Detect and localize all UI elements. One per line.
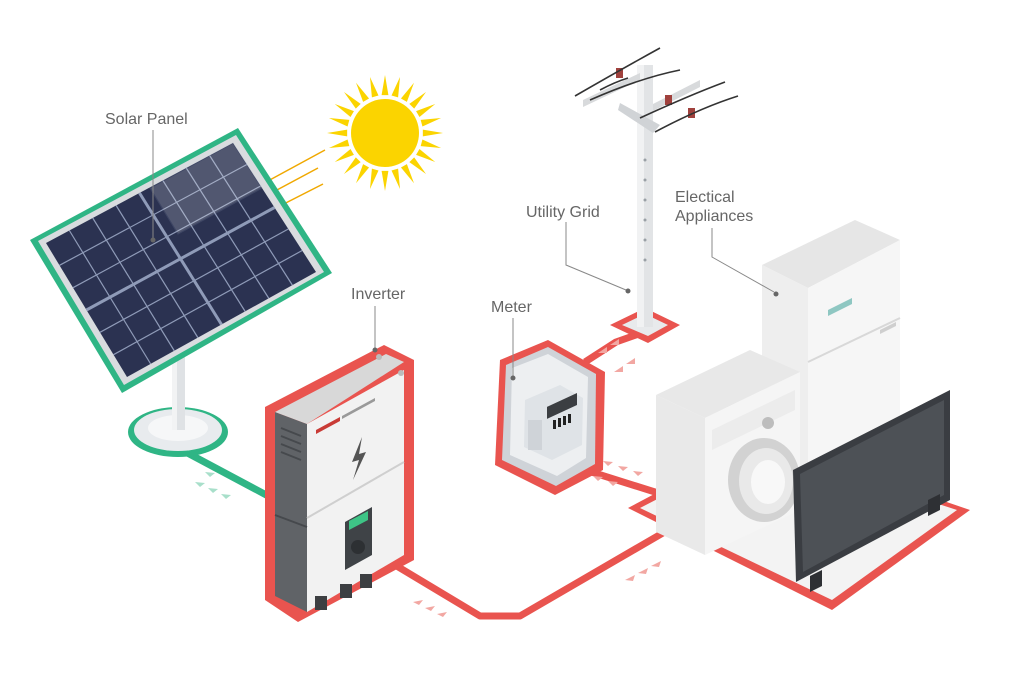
television [793,390,950,592]
utility-grid-label: Utility Grid [526,204,600,221]
sun-ray [381,170,389,191]
washing-machine [656,350,800,555]
panel-reflection [149,142,263,235]
sun-ray [369,76,379,98]
sun-ray [420,117,442,127]
sun-ray [422,129,443,137]
sun-ray [369,168,379,190]
inverter [265,345,414,622]
sun-ray [343,91,361,109]
sun-ray [416,148,436,162]
flow-arrows [413,339,661,617]
sun-ray [381,75,389,96]
meter-to-appliances-wire [581,466,659,496]
sun-ray [400,164,414,184]
sun-ray [391,168,401,190]
solar-panel-label: Solar Panel [105,111,188,128]
panel-cell-line [85,206,276,312]
lightning-bolt-icon [352,437,366,480]
sun-ray [356,164,370,184]
sun-ray [334,148,354,162]
appliances-label-line1: Electical [675,189,735,206]
sun-ray [409,157,427,175]
solar-flow-arrows [195,472,231,499]
sun-ray [416,104,436,118]
appliances-label: Electical Appliances [675,188,785,226]
meter-label: Meter [491,299,532,316]
sun-ray [328,139,350,149]
panel-cell-line [72,185,261,289]
sun-ray [327,129,348,137]
sun-ray [400,82,414,102]
label-leaders [150,130,779,381]
solar-panel [30,128,332,457]
sun-ray [391,76,401,98]
sun-ray [334,104,354,118]
sun-ray [420,139,442,149]
sun-ray [409,91,427,109]
sun-ray [356,82,370,102]
inverter-to-appliances-wire [391,526,672,620]
sun-icon [327,75,443,191]
utility-pole [574,47,739,343]
sun-ray [343,157,361,175]
panel-cell-line [99,228,289,333]
panel-cell-line [113,249,303,356]
inverter-label: Inverter [351,286,406,303]
meter [495,340,605,495]
appliances-label-line2: Appliances [675,208,754,225]
sun-ray [328,117,350,127]
